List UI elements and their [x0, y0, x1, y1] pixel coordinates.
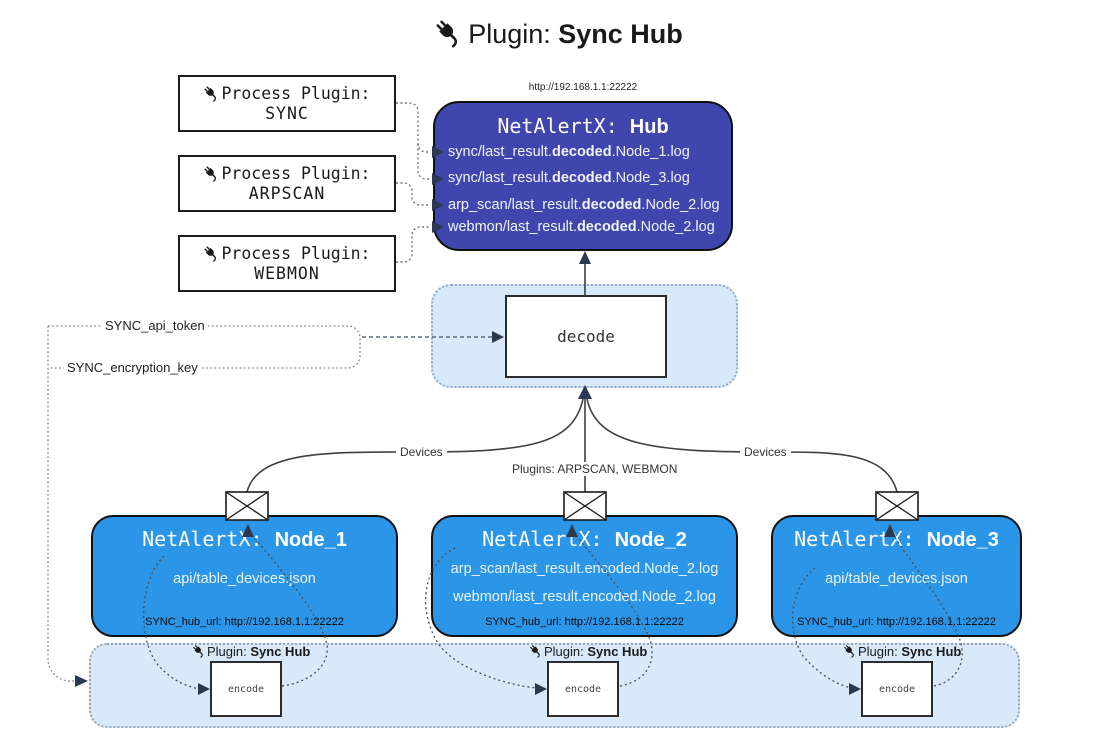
- encode-box-2: encode: [547, 661, 619, 717]
- plug-icon: [202, 164, 220, 182]
- process-plugin-label: Process Plugin:: [180, 84, 394, 103]
- plug-icon: [433, 17, 464, 48]
- hub-log-line: sync/last_result.decoded.Node_3.log: [448, 170, 690, 186]
- node-title: NetAlertX: Node_2: [482, 527, 687, 551]
- encode-box-3: encode: [861, 661, 933, 717]
- node-title: NetAlertX: Node_1: [142, 527, 347, 551]
- key-to-encode-region-arrowhead: [75, 675, 88, 687]
- process-plugin-name: ARPSCAN: [248, 184, 326, 203]
- process-plugin-name: WEBMON: [254, 264, 320, 283]
- plugins-edge-label: Plugins: ARPSCAN, WEBMON: [508, 462, 682, 476]
- encode-box-1: encode: [210, 661, 282, 717]
- hub-log-line: sync/last_result.decoded.Node_1.log: [448, 144, 690, 160]
- plug-icon: [191, 643, 206, 658]
- decode-to-hub-arrowhead: [579, 251, 591, 264]
- page-title-bold: Sync Hub: [558, 19, 683, 49]
- node-2-box: NetAlertX: Node_2 arp_scan/last_result.e…: [431, 515, 738, 637]
- process-plugin-webmon-box: Process Plugin: WEBMON: [178, 235, 396, 292]
- process-plugin-sync-box: Process Plugin: SYNC: [178, 75, 396, 132]
- plugin-to-hub-connectors: [396, 102, 430, 263]
- node-file-line: api/table_devices.json: [173, 571, 316, 587]
- encode-plugin-label: Plugin: Sync Hub: [842, 643, 961, 659]
- plug-icon: [202, 84, 220, 102]
- node-hub-url: SYNC_hub_url: http://192.168.1.1:22222: [485, 616, 684, 628]
- node-1-box: NetAlertX: Node_1 api/table_devices.json…: [91, 515, 398, 637]
- encode-plugin-label: Plugin: Sync Hub: [528, 643, 647, 659]
- process-plugin-arpscan-box: Process Plugin: ARPSCAN: [178, 155, 396, 212]
- hub-box: NetAlertX: Hub sync/last_result.decoded.…: [433, 101, 733, 251]
- node-hub-url: SYNC_hub_url: http://192.168.1.1:22222: [797, 616, 996, 628]
- decode-box: decode: [505, 295, 667, 378]
- plug-icon: [528, 643, 543, 658]
- process-plugin-label: Process Plugin:: [180, 244, 394, 263]
- devices-edge-label-left: Devices: [396, 445, 447, 459]
- node-file-line: webmon/last_result.encoded.Node_2.log: [453, 589, 716, 605]
- page-title: Plugin: Sync Hub: [0, 17, 1117, 50]
- process-plugin-name: SYNC: [265, 104, 309, 123]
- node-3-box: NetAlertX: Node_3 api/table_devices.json…: [771, 515, 1022, 637]
- sync-encryption-key-label: SYNC_encryption_key: [64, 360, 201, 375]
- hub-title: NetAlertX: Hub: [497, 114, 669, 138]
- hub-log-line: arp_scan/last_result.decoded.Node_2.log: [448, 197, 720, 213]
- devices-curves: [246, 398, 898, 493]
- hub-url-label: http://192.168.1.1:22222: [528, 82, 638, 93]
- node-file-line: api/table_devices.json: [825, 571, 968, 587]
- encode-plugin-label: Plugin: Sync Hub: [191, 643, 310, 659]
- node-file-line: arp_scan/last_result.encoded.Node_2.log: [450, 561, 719, 577]
- plug-icon: [842, 643, 857, 658]
- sync-api-token-label: SYNC_api_token: [102, 318, 208, 333]
- node-title: NetAlertX: Node_3: [794, 527, 999, 551]
- node-hub-url: SYNC_hub_url: http://192.168.1.1:22222: [145, 616, 344, 628]
- hub-log-line: webmon/last_result.decoded.Node_2.log: [448, 219, 715, 235]
- process-plugin-label: Process Plugin:: [180, 164, 394, 183]
- page-title-prefix: Plugin:: [468, 19, 559, 49]
- plug-icon: [202, 244, 220, 262]
- devices-edge-label-right: Devices: [740, 445, 791, 459]
